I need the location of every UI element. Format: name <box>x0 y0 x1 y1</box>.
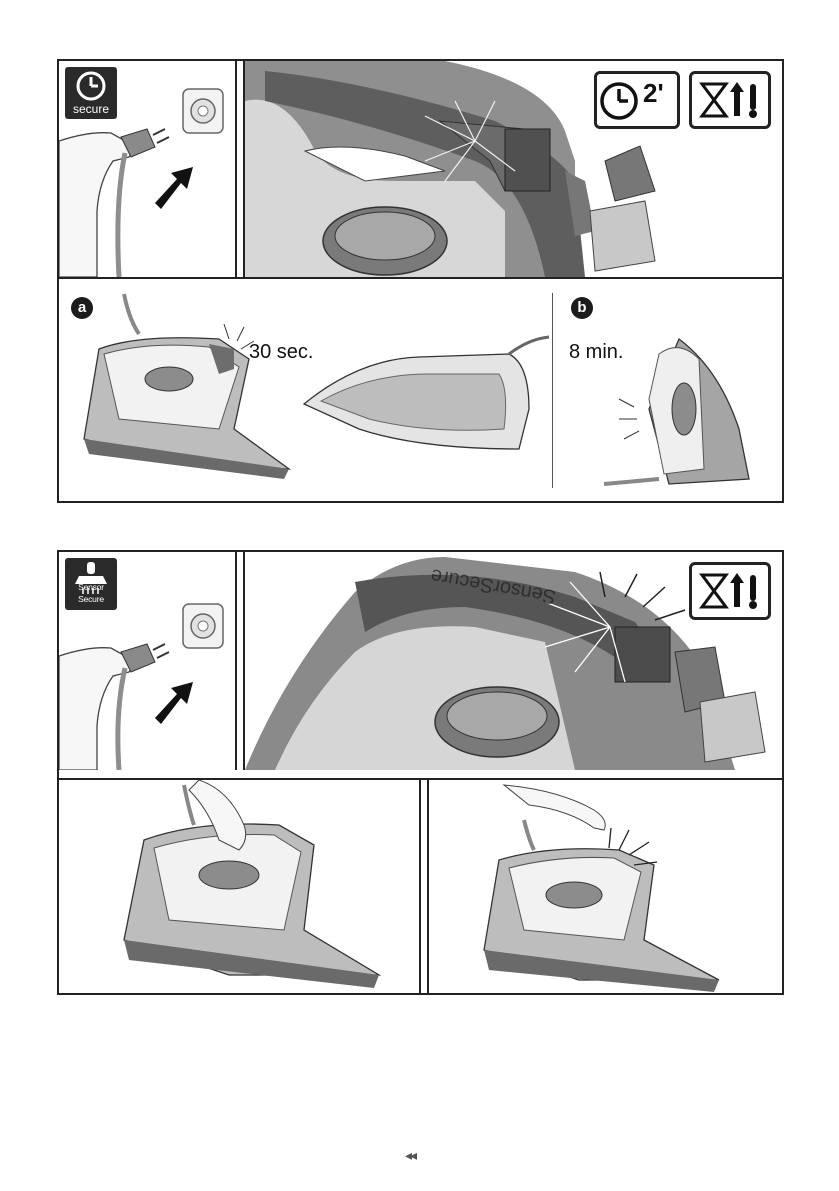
panel-iron-closeup: 2' <box>245 61 782 277</box>
iron-held-illustration <box>59 780 419 993</box>
figure-sensor-secure: Sensor Secure <box>57 550 784 995</box>
figure-secure-auto-off: secure <box>57 59 784 503</box>
iron-positions-illustration <box>59 279 782 501</box>
hourglass-hot-surface-icon <box>692 74 768 126</box>
plug-socket-illustration-2 <box>59 552 235 770</box>
panel-plug-in: secure <box>59 61 235 277</box>
panel-hand-released <box>429 780 782 993</box>
page-marker: ◂◂ <box>405 1147 415 1164</box>
heat-warning-symbol-box-2 <box>689 562 771 620</box>
heat-warning-symbol-box <box>689 71 771 129</box>
plug-socket-illustration <box>59 61 235 277</box>
hourglass-hot-surface-icon <box>692 565 768 617</box>
clock-icon <box>597 74 677 126</box>
panel-hand-on-handle <box>59 780 419 993</box>
panel-plug-in-2: Sensor Secure <box>59 552 235 770</box>
panel-auto-off-steps: a 30 sec. b 8 min. <box>59 279 782 501</box>
timer-value: 2' <box>643 78 664 109</box>
timer-symbol-box: 2' <box>594 71 680 129</box>
panel-sensor-closeup: SensorSecure <box>245 552 782 770</box>
iron-released-illustration <box>429 780 782 993</box>
